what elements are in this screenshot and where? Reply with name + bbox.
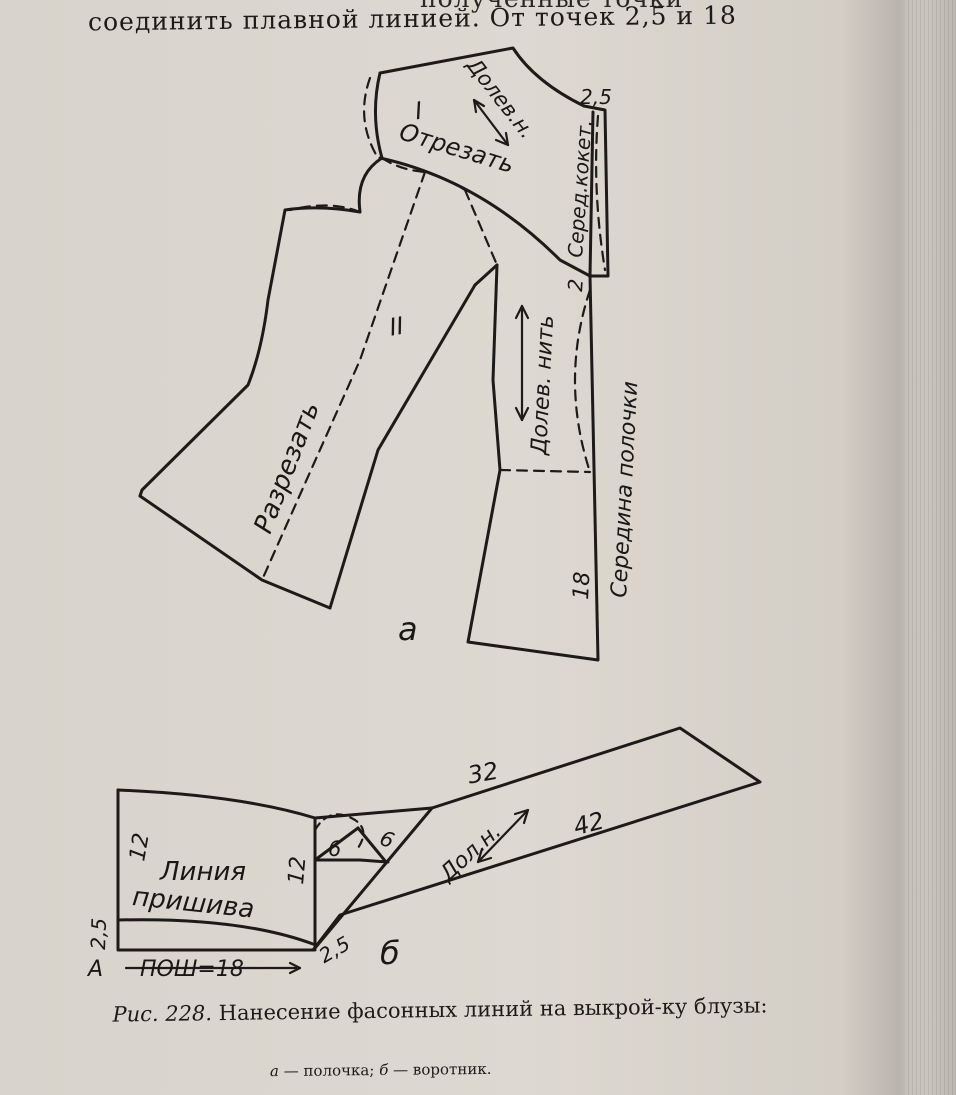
- num-25-left: 2,5: [86, 918, 111, 951]
- part-1-label: I: [413, 97, 424, 126]
- collar-outline: [116, 726, 762, 952]
- num-25-bottom: 2,5: [315, 931, 355, 968]
- page-stack-edge: [905, 0, 956, 1095]
- liniya-label: Линия: [159, 857, 246, 887]
- num-6-b: 6: [377, 826, 398, 853]
- dolev-nit-label: Долев. нить: [527, 315, 559, 457]
- num-42-label: 42: [571, 806, 607, 841]
- num-18-label: 18: [569, 571, 595, 600]
- figure-subcaption: а — полочка; б — воротник.: [270, 1060, 492, 1080]
- cut-off-text-line: полученные точки: [420, 0, 683, 13]
- grain-arrows-a: [472, 98, 530, 422]
- subcaption-a-text: — полочка;: [283, 1061, 375, 1081]
- caption-figure-number: Рис. 228.: [112, 1001, 213, 1027]
- num-12-mid: 12: [284, 855, 311, 885]
- part-2-label: II: [387, 312, 406, 342]
- subcaption-b-text: — воротник.: [393, 1059, 492, 1079]
- num-32-label: 32: [466, 757, 501, 790]
- figure-a-letter: а: [398, 610, 418, 648]
- num-25-top: 2,5: [580, 85, 612, 109]
- num-2-label: 2: [563, 278, 588, 292]
- subcaption-b-letter: б: [379, 1060, 389, 1080]
- figure-b-letter: б: [380, 934, 400, 972]
- num-12-left: 12: [125, 831, 154, 863]
- seredina-polochki-label: Середина полочки: [607, 381, 643, 599]
- collar-arrows: [124, 808, 530, 975]
- dol-n-label: Дол.н.: [435, 819, 507, 887]
- bodice-outline: [138, 46, 610, 662]
- subcaption-a-letter: а: [269, 1062, 280, 1081]
- point-a-label: А: [86, 957, 103, 982]
- prishiva-label: пришива: [131, 882, 256, 925]
- posh-label: ПОШ=18: [140, 957, 244, 982]
- num-6-a: 6: [328, 837, 341, 861]
- collar-dashed-guides: [313, 813, 365, 850]
- bodice-dashed-guides: [260, 76, 607, 582]
- razrezat-label: Разрезать: [249, 398, 327, 538]
